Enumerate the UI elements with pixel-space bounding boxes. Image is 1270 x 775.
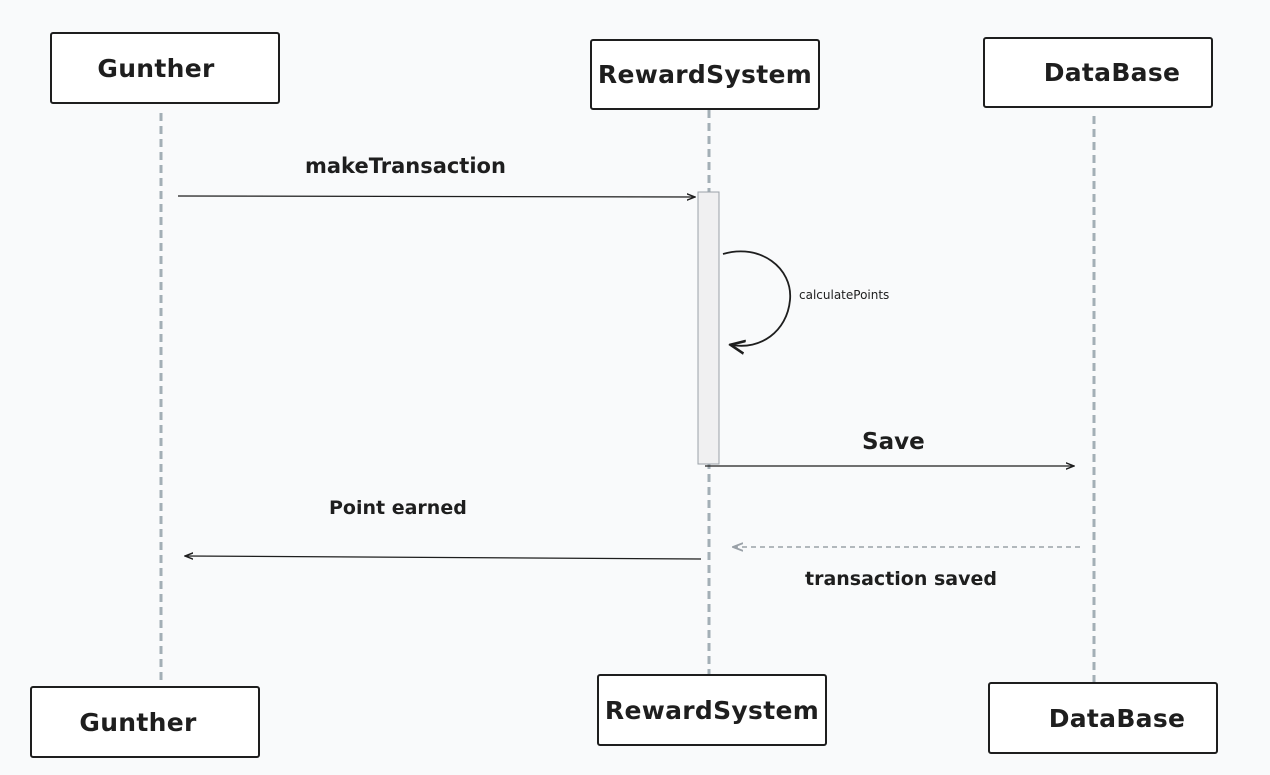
label-point-earned: Point earned: [329, 497, 467, 519]
participant-label: RewardSystem: [597, 60, 813, 89]
arrow-make-transaction: [177, 196, 695, 197]
activation-bar-reward-system: [697, 191, 720, 465]
arrow-calculate-points: [722, 250, 791, 345]
label-transaction-saved: transaction saved: [805, 568, 997, 590]
participant-database-bottom: DataBase: [988, 682, 1218, 754]
participant-gunther-bottom: Gunther: [30, 686, 260, 758]
participant-label: DataBase: [1043, 58, 1181, 87]
arrow-point-earned: [185, 556, 702, 559]
participant-label: Gunther: [97, 53, 215, 83]
participant-label: Gunther: [79, 707, 197, 737]
participant-reward-system-bottom: RewardSystem: [597, 674, 827, 746]
participant-gunther-top: Gunther: [50, 32, 280, 104]
participant-database-top: DataBase: [983, 37, 1213, 108]
participant-label: DataBase: [1048, 703, 1186, 733]
participant-reward-system-top: RewardSystem: [590, 39, 820, 110]
label-save: Save: [862, 429, 925, 455]
participant-label: RewardSystem: [604, 695, 820, 725]
label-make-transaction: makeTransaction: [305, 154, 506, 178]
label-calculate-points: calculatePoints: [799, 288, 890, 302]
